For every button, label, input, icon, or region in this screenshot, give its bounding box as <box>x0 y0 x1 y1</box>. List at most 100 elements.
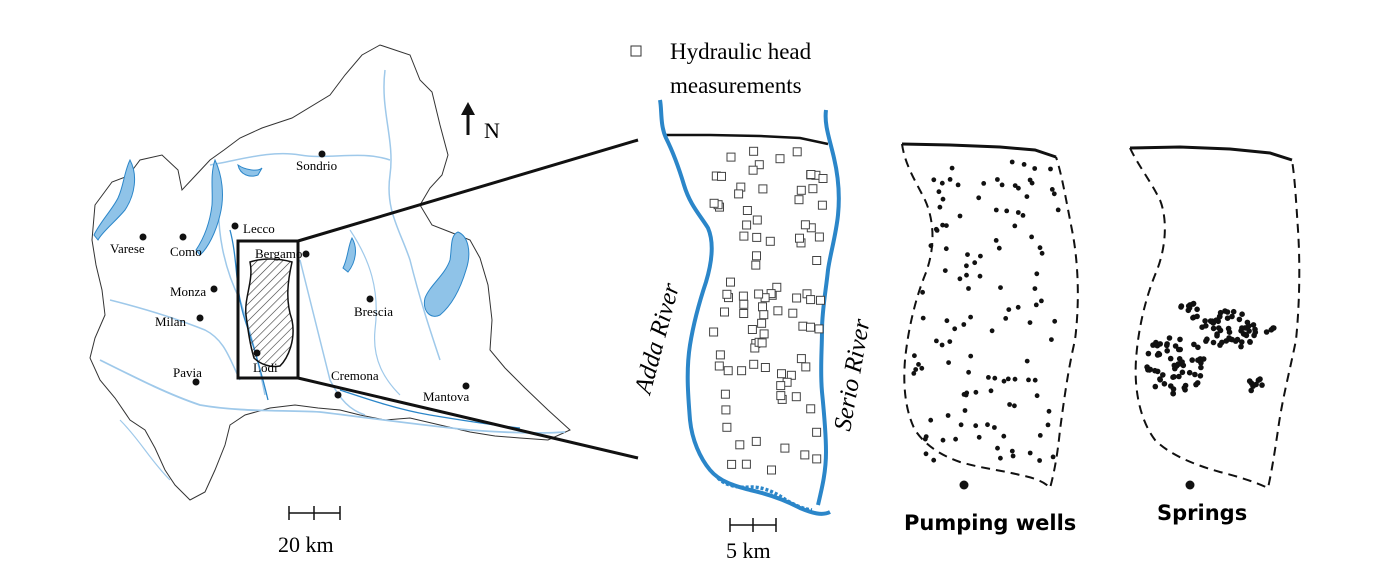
lake-como <box>195 158 223 256</box>
well-dot <box>1001 378 1007 384</box>
measurement-square <box>801 362 811 372</box>
city-label-lecco: Lecco <box>243 221 275 236</box>
spring-dot <box>1203 323 1209 329</box>
well-dot <box>1012 376 1018 382</box>
well-dot <box>942 268 948 273</box>
spring-dot <box>1234 336 1241 343</box>
city-dot-brescia <box>366 295 374 303</box>
serio-river-label: Serio River <box>829 317 875 433</box>
well-dot <box>1050 454 1056 460</box>
measurements-panel: Hydraulic head measurements Adda River S… <box>629 39 875 563</box>
lake-garda <box>423 231 470 317</box>
well-dot <box>999 182 1005 188</box>
measurement-square <box>726 277 735 287</box>
wells-boundary-dashed <box>901 143 1079 491</box>
well-dot <box>940 222 945 228</box>
springs-label: Springs <box>1157 501 1247 525</box>
measurement-square <box>776 391 786 401</box>
well-dot <box>964 272 969 278</box>
measurement-square <box>772 282 782 292</box>
well-dot <box>1032 166 1038 171</box>
minor-river <box>109 299 241 381</box>
spring-dot <box>1182 387 1188 393</box>
spring-dot <box>1154 368 1161 375</box>
spring-dot <box>1239 339 1245 345</box>
well-dot <box>966 369 971 375</box>
well-dot <box>1027 177 1033 183</box>
measurement-square <box>723 366 733 376</box>
well-dot <box>1048 166 1053 172</box>
well-dot <box>1021 162 1027 167</box>
well-dot <box>1012 223 1018 229</box>
spring-dot <box>1171 374 1177 380</box>
measurement-square <box>739 299 749 309</box>
spring-dot <box>1155 350 1162 357</box>
well-dot <box>912 353 917 359</box>
spring-dot <box>1238 328 1244 334</box>
city-dot-sondrio <box>318 150 326 158</box>
spring-dot <box>1243 332 1250 339</box>
spring-dot <box>1230 308 1237 315</box>
scale-bar-mid: 5 km <box>726 518 777 563</box>
spring-dot <box>1190 315 1196 321</box>
measurement-square <box>754 289 764 299</box>
measurement-square <box>739 309 749 318</box>
spring-dot <box>1198 364 1204 371</box>
well-dot <box>1003 316 1009 321</box>
well-dot <box>968 314 973 320</box>
well-dot <box>920 315 926 321</box>
city-label-brescia: Brescia <box>354 304 393 319</box>
study-area-hatched <box>245 258 294 368</box>
measurement-square <box>812 427 822 437</box>
spring-dot <box>1192 371 1198 378</box>
well-dot <box>961 392 967 397</box>
spring-dot <box>1170 386 1177 392</box>
lake-maggiore <box>93 158 136 241</box>
measurement-square <box>767 465 776 475</box>
well-dot <box>943 246 949 252</box>
spring-dot <box>1179 369 1186 376</box>
well-dot <box>1039 250 1045 256</box>
well-dot <box>965 252 970 257</box>
measurement-square <box>806 170 816 179</box>
spring-dot <box>1217 327 1224 334</box>
spring-dot <box>1175 346 1182 353</box>
measurement-square <box>806 322 815 332</box>
measurement-square <box>757 318 767 328</box>
minor-river <box>383 69 441 361</box>
spring-dot <box>1195 357 1201 364</box>
city-label-cremona: Cremona <box>331 368 379 383</box>
city-label-como: Como <box>170 244 202 259</box>
pumping-wells-panel: Pumping wells <box>901 142 1079 535</box>
city-dot-bergamo <box>302 250 310 258</box>
north-arrow: N <box>461 102 500 143</box>
spring-dot <box>1164 342 1170 349</box>
well-dot <box>1046 408 1052 414</box>
minor-river <box>349 229 401 396</box>
well-dot <box>1026 377 1031 383</box>
spring-dot <box>1200 356 1207 362</box>
spring-dot <box>1207 318 1214 324</box>
measurement-square <box>734 189 744 199</box>
measurement-square <box>812 454 822 464</box>
well-dot <box>1049 187 1055 192</box>
measurement-square <box>752 232 762 242</box>
scale-bar-left: 20 km <box>278 506 341 557</box>
measurement-square <box>817 200 827 210</box>
measurement-square <box>794 195 804 205</box>
spring-dot <box>1145 367 1151 373</box>
legend-square-icon <box>630 45 642 57</box>
well-dot <box>973 389 979 395</box>
well-dot <box>1020 213 1026 218</box>
measurement-square <box>775 154 785 164</box>
spring-dot <box>1229 313 1235 320</box>
measurement-square <box>818 174 828 183</box>
well-dot <box>923 451 929 457</box>
measurement-square <box>791 392 801 402</box>
minor-river <box>119 419 171 481</box>
spring-dot <box>1194 313 1200 320</box>
scale-left-label: 20 km <box>278 532 334 557</box>
well-dot <box>1012 403 1017 409</box>
